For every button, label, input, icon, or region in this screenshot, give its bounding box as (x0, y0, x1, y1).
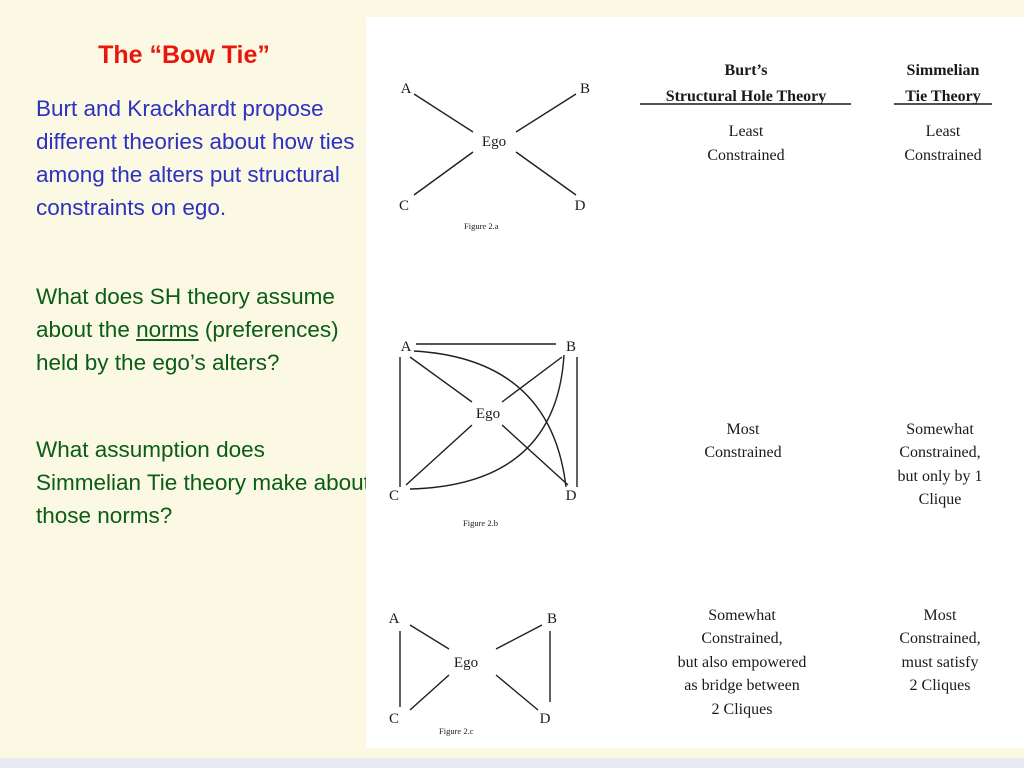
row1-simmelian-line1: Least (926, 123, 961, 140)
row1-burt-line2: Constrained (707, 147, 784, 164)
slide-title: The “Bow Tie” (98, 41, 270, 69)
figure-2c-caption: Figure 2.c (439, 726, 474, 736)
figure-2b-diagram: Ego A B C D Figure 2.b (389, 339, 578, 528)
norms-underlined: norms (136, 317, 199, 342)
node-a-label: A (401, 339, 412, 355)
paragraph-sh-question-start: What does SH theory assume about the (36, 284, 335, 342)
figure-2a-diagram: Ego A B C D Figure 2.a (399, 81, 590, 231)
burt-header-line2: Structural Hole Theory (666, 88, 827, 105)
slide-text-panel: The “Bow Tie” Burt and Krackhardt propos… (0, 0, 371, 768)
row3-simmelian-line3: must satisfy (902, 654, 979, 671)
ego-node-label: Ego (482, 134, 506, 150)
row1-burt-line1: Least (729, 123, 764, 140)
edge-a-ego (409, 356, 473, 403)
row3-burt-line2: Constrained, (701, 630, 782, 647)
burt-header-line1: Burt’s (725, 62, 768, 79)
node-a-label: A (401, 81, 412, 97)
edge-b-ego (495, 624, 543, 650)
node-d-label: D (540, 711, 551, 727)
node-b-label: B (580, 81, 590, 97)
simmelian-header-line2: Tie Theory (905, 88, 980, 105)
ego-node-label: Ego (476, 406, 500, 422)
bottom-strip (0, 758, 1024, 768)
paragraph-simmelian-question: What assumption does Simmelian Tie theor… (36, 437, 370, 528)
row2-burt-line2: Constrained (704, 444, 781, 461)
edge-c-ego (413, 151, 474, 196)
row1-simmelian-line2: Constrained (904, 147, 981, 164)
edge-d-ego (515, 151, 577, 196)
edge-b-ego (515, 93, 577, 133)
node-c-label: C (399, 198, 409, 214)
row2-simmelian-line2: Constrained, (899, 444, 980, 461)
edge-d-ego (501, 424, 569, 486)
row3-burt-line3: but also empowered (678, 654, 807, 671)
ego-node-label: Ego (454, 655, 478, 671)
row2-simmelian-line3: but only by 1 (898, 468, 983, 485)
figure-2b-caption: Figure 2.b (463, 518, 498, 528)
figure-2a-caption: Figure 2.a (464, 221, 499, 231)
node-d-label: D (566, 488, 577, 504)
edge-b-ego (501, 356, 563, 403)
node-c-label: C (389, 711, 399, 727)
edge-c-ego (409, 674, 450, 711)
node-b-label: B (566, 339, 576, 355)
paragraph-sh-question-end: (preferences) held by the ego’s alters? (36, 317, 339, 375)
row3-burt-line5: 2 Cliques (712, 701, 773, 718)
node-b-label: B (547, 611, 557, 627)
simmelian-header-line1: Simmelian (907, 62, 980, 79)
scanned-figure-panel: Burt’s Structural Hole Theory Simmelian … (366, 17, 1024, 748)
edge-a-d-arc (413, 350, 567, 488)
row3-burt-line4: as bridge between (684, 677, 800, 694)
scanned-figure-svg: Burt’s Structural Hole Theory Simmelian … (389, 62, 992, 736)
paragraph-theories: Burt and Krackhardt propose different th… (36, 96, 355, 220)
row2-simmelian-line4: Clique (919, 491, 962, 508)
edge-c-b-arc (409, 354, 565, 490)
node-a-label: A (389, 611, 400, 627)
figure-2c-diagram: Ego A B C D Figure 2.c (389, 611, 557, 736)
edge-a-ego (413, 93, 474, 133)
edge-c-ego (405, 424, 473, 486)
edge-d-ego (495, 674, 539, 711)
row3-simmelian-line4: 2 Cliques (910, 677, 971, 694)
row3-simmelian-line1: Most (924, 607, 957, 624)
node-d-label: D (575, 198, 586, 214)
node-c-label: C (389, 488, 399, 504)
edge-a-ego (409, 624, 450, 650)
row3-burt-line1: Somewhat (708, 607, 776, 624)
row2-burt-line1: Most (727, 421, 760, 438)
row2-simmelian-line1: Somewhat (906, 421, 974, 438)
paragraph-sh-question: What does SH theory assume about the nor… (36, 280, 371, 379)
row3-simmelian-line2: Constrained, (899, 630, 980, 647)
